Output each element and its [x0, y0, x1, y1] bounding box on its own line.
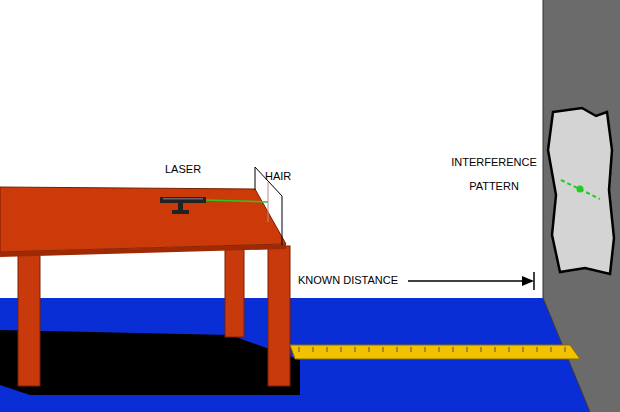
table-edge — [0, 244, 286, 257]
screen — [548, 108, 614, 274]
measuring-tape — [290, 345, 580, 359]
interference-fringes — [561, 180, 600, 199]
central-maximum — [577, 186, 584, 193]
laser-body — [160, 197, 206, 203]
table-top — [0, 187, 286, 252]
table-leg — [18, 252, 40, 386]
table-shadow — [0, 330, 300, 395]
floor — [0, 298, 590, 412]
table-leg — [225, 245, 244, 337]
pattern-label: INTERFERENCE PATTERN — [444, 150, 544, 198]
laser-label: LASER — [165, 163, 201, 175]
distance-arrow — [408, 280, 526, 282]
distance-label: KNOWN DISTANCE — [298, 274, 398, 286]
laser-beam — [206, 200, 268, 202]
hair-label: HAIR — [265, 170, 291, 182]
table-leg — [268, 246, 290, 386]
